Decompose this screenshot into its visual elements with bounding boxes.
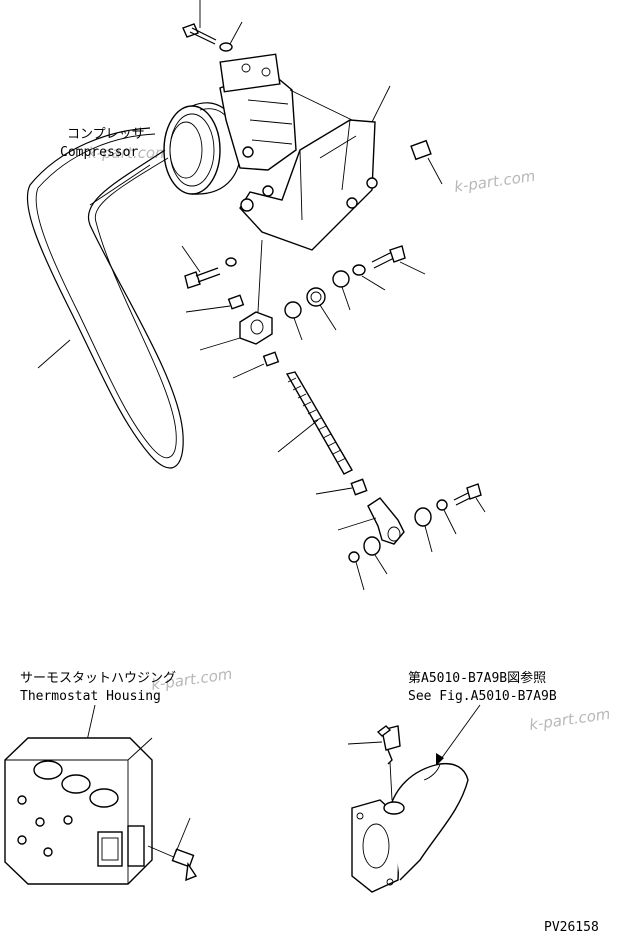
spacer (284, 301, 302, 319)
compressor-assembly (163, 0, 486, 591)
washer (219, 42, 233, 52)
compressor-label-jp: コンプレッサ (67, 127, 145, 142)
water-pipe (351, 762, 469, 893)
bushing (306, 287, 326, 307)
drain-valve (171, 817, 198, 882)
drawing-id: PV26158 (544, 920, 599, 935)
threaded-rod (277, 371, 353, 475)
right-bolt (371, 245, 426, 275)
top-bolt (182, 0, 217, 45)
spacer (414, 507, 432, 527)
washer (348, 551, 360, 563)
thermostat-housing (4, 737, 177, 885)
washer (352, 264, 366, 276)
compressor-bracket (239, 85, 391, 251)
spacer (363, 536, 381, 556)
thermostat-label-jp: サーモスタットハウジング (20, 671, 176, 686)
v-belt (26, 127, 184, 469)
fitting (262, 351, 280, 367)
washer (225, 257, 237, 267)
watermark-1: k-part.com (88, 144, 170, 162)
air-bleed-valve (347, 725, 401, 801)
left-bolt (181, 245, 221, 289)
spacer (332, 270, 350, 288)
small-nut (227, 294, 245, 310)
tension-link (337, 497, 405, 545)
lower-bolt (453, 483, 486, 513)
compressor-body (219, 53, 297, 171)
square-nut (410, 139, 432, 161)
see-fig-label-en: See Fig.A5010-B7A9B (408, 689, 557, 704)
fitting (350, 478, 368, 496)
thermostat-label-en: Thermostat Housing (20, 689, 161, 704)
see-fig-label-jp: 第A5010-B7A9B図参照 (408, 670, 546, 686)
watermark-2: k-part.com (453, 167, 536, 196)
compressor-label-en: Compressor (60, 145, 138, 160)
adjuster-nut (199, 239, 273, 351)
watermark-4: k-part.com (528, 705, 611, 734)
washer (436, 499, 448, 511)
